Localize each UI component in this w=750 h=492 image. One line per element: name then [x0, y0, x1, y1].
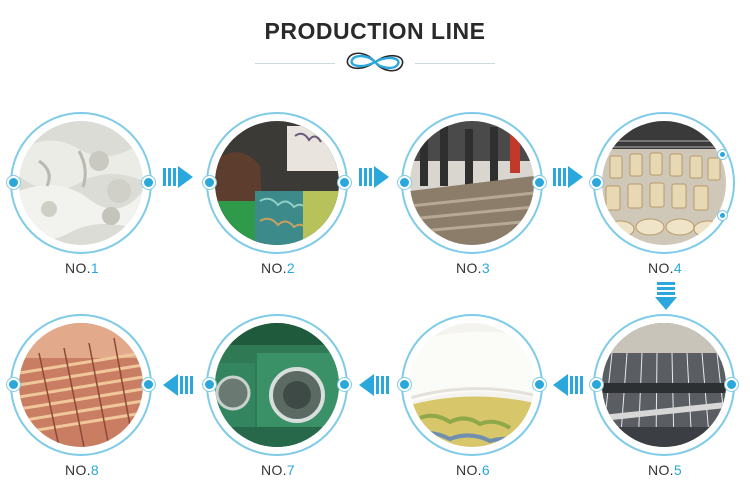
step-label: NO.1	[65, 260, 99, 276]
connector-dot-left	[398, 378, 411, 391]
title-rule-right	[415, 63, 495, 64]
step-frame	[7, 112, 155, 254]
production-step-7: NO.7	[198, 314, 358, 484]
connector-dot-left	[203, 378, 216, 391]
title-rule-left	[255, 63, 335, 64]
production-step-2: NO.2	[198, 112, 358, 282]
production-step-3: NO.3	[393, 112, 553, 282]
step-frame	[398, 314, 546, 456]
connector-dot-bottom-right	[718, 211, 727, 220]
connector-dot-left	[7, 378, 20, 391]
weaving-loom-photo	[602, 323, 726, 447]
production-step-5: NO.5	[585, 314, 745, 484]
connector-dot-right	[142, 176, 155, 189]
step-frame	[398, 112, 546, 254]
arrow-left-icon	[359, 374, 389, 396]
step-label: NO.7	[261, 462, 295, 478]
step-label: NO.5	[648, 462, 682, 478]
step-label: NO.6	[456, 462, 490, 478]
arrow-left-icon	[553, 374, 583, 396]
step-label: NO.3	[456, 260, 490, 276]
arrow-right-icon	[359, 166, 389, 188]
connector-dot-left	[590, 176, 603, 189]
step-label: NO.8	[65, 462, 99, 478]
connector-dot-left	[203, 176, 216, 189]
production-step-4: NO.4	[585, 112, 745, 282]
page-title: PRODUCTION LINE	[264, 18, 486, 44]
step-frame	[203, 314, 351, 456]
infinity-ornament-icon	[346, 52, 404, 72]
fabric-roll-photo	[410, 323, 534, 447]
yarn-bobbins-photo	[602, 121, 726, 245]
connector-dot-right	[338, 176, 351, 189]
dyeing-rollers-photo	[19, 323, 143, 447]
step-frame	[590, 314, 738, 456]
arrow-right-icon	[163, 166, 193, 188]
arrow-left-icon	[163, 374, 193, 396]
connector-dot-right	[142, 378, 155, 391]
connector-dot-left	[590, 378, 603, 391]
connector-dot-right	[725, 378, 738, 391]
raw-cotton-photo	[19, 121, 143, 245]
connector-dot-right	[533, 378, 546, 391]
industrial-washers-photo	[215, 323, 339, 447]
knitting-machine-photo	[410, 121, 534, 245]
arrow-down-icon	[655, 282, 677, 310]
step-label: NO.4	[648, 260, 682, 276]
arrow-right-icon	[553, 166, 583, 188]
step-frame	[7, 314, 155, 456]
production-step-6: NO.6	[393, 314, 553, 484]
connector-dot-right	[338, 378, 351, 391]
connector-dot-left	[7, 176, 20, 189]
connector-dot-right	[533, 176, 546, 189]
production-step-1: NO.1	[2, 112, 162, 282]
pattern-design-photo	[215, 121, 339, 245]
step-frame	[590, 112, 735, 254]
step-label: NO.2	[261, 260, 295, 276]
production-step-8: NO.8	[2, 314, 162, 484]
step-frame	[203, 112, 351, 254]
connector-dot-left	[398, 176, 411, 189]
connector-dot-top-right	[718, 150, 727, 159]
